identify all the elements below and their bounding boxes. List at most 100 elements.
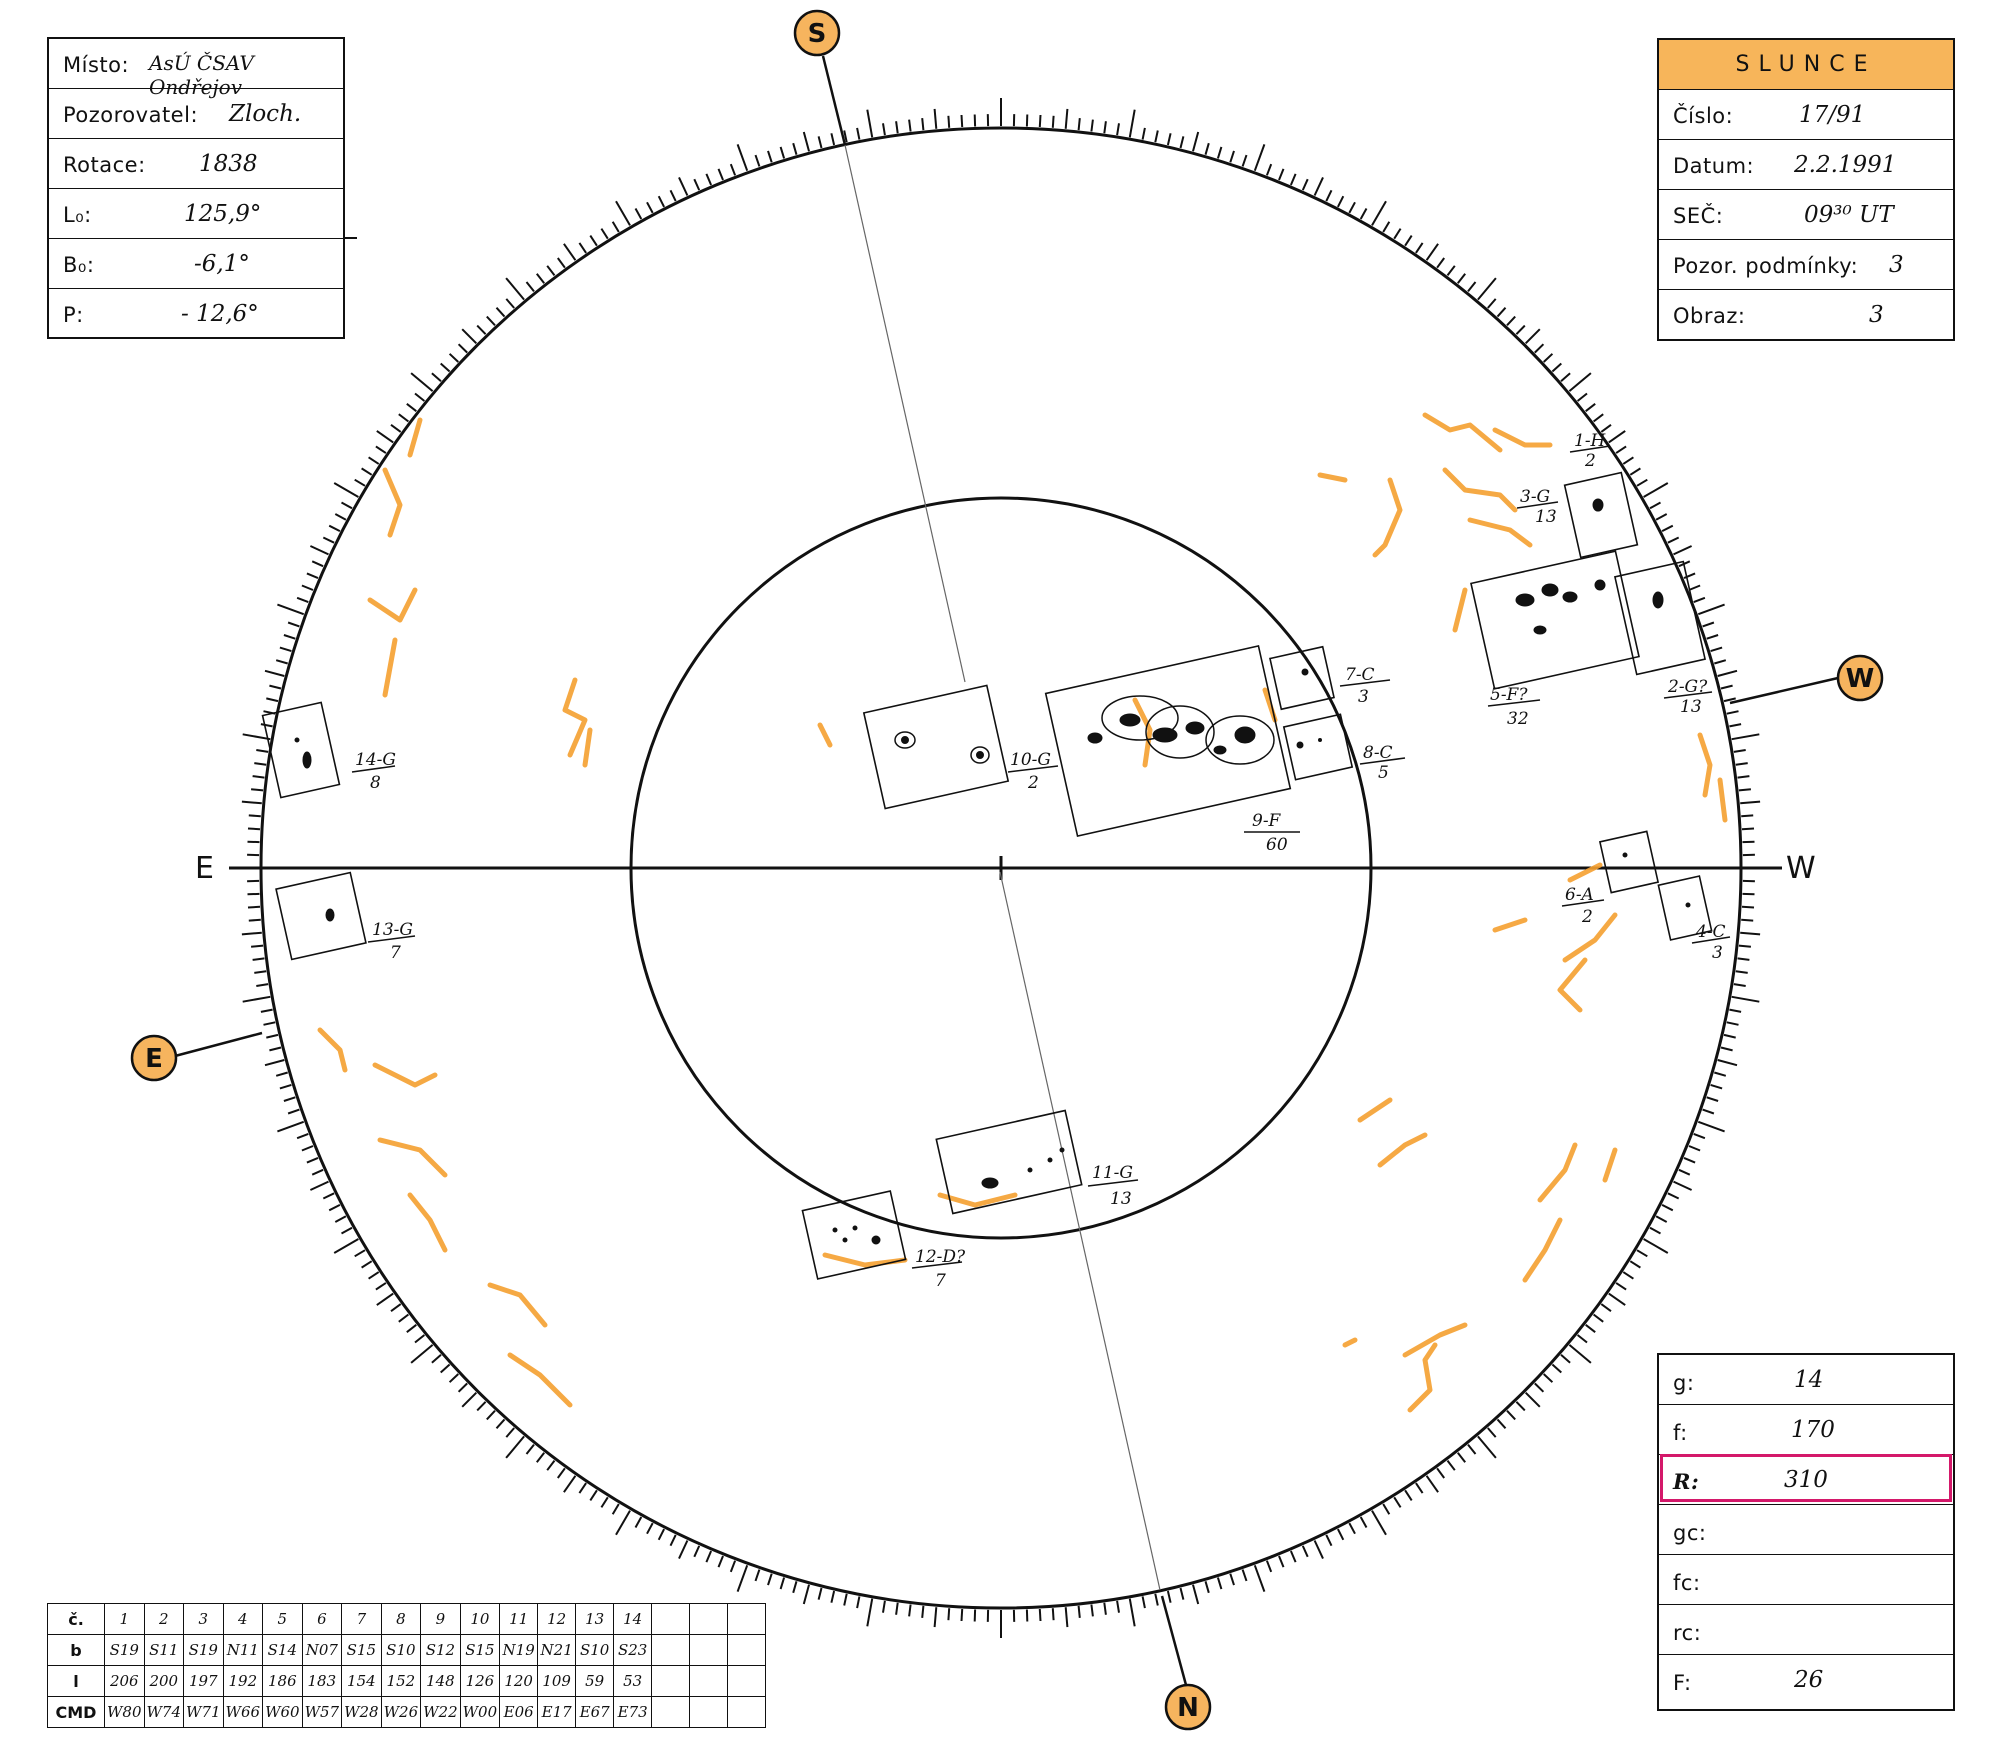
limb-tick bbox=[802, 131, 810, 152]
limb-tick bbox=[1731, 733, 1760, 741]
limb-tick bbox=[328, 1204, 341, 1212]
group-label-1-id: 1-H bbox=[1574, 431, 1607, 451]
table-cell: W00 bbox=[459, 1696, 501, 1728]
limb-tick bbox=[398, 1313, 410, 1323]
limb-tick bbox=[729, 1560, 737, 1573]
limb-tick bbox=[1229, 1573, 1235, 1586]
limb-tick bbox=[1737, 775, 1750, 779]
limb-tick bbox=[1116, 1600, 1120, 1613]
table-cell: 154 bbox=[341, 1665, 382, 1697]
limb-tick bbox=[895, 121, 899, 134]
limb-tick bbox=[406, 403, 417, 412]
limb-tick bbox=[1673, 1180, 1693, 1191]
table-cell: 9 bbox=[420, 1603, 461, 1635]
limb-tick bbox=[693, 178, 701, 191]
limb-tick bbox=[1289, 1550, 1297, 1563]
limb-tick bbox=[1655, 1215, 1668, 1223]
table-cell bbox=[651, 1634, 691, 1666]
f-total-row: F: 26 bbox=[1659, 1655, 1953, 1705]
table-cell: 148 bbox=[420, 1665, 461, 1697]
limb-tick bbox=[486, 1410, 496, 1421]
group-label-4-id: 4-C bbox=[1695, 922, 1726, 942]
l0-value: 125,9° bbox=[184, 201, 262, 227]
group-label-7-id: 7-C bbox=[1345, 665, 1375, 685]
limb-tick bbox=[1051, 1608, 1055, 1621]
limb-tick bbox=[705, 173, 713, 186]
group-box-8 bbox=[1282, 713, 1354, 781]
limb-tick bbox=[536, 1452, 545, 1463]
group-label-line bbox=[1663, 691, 1713, 699]
limb-tick bbox=[736, 1564, 749, 1592]
f-label: f: bbox=[1673, 1421, 1688, 1445]
limb-tick bbox=[247, 827, 261, 831]
limb-tick bbox=[311, 1168, 324, 1176]
table-cell bbox=[727, 1634, 767, 1666]
limb-tick bbox=[296, 1132, 309, 1140]
limb-tick bbox=[334, 513, 347, 521]
table-cell bbox=[727, 1665, 767, 1697]
table-cell: W28 bbox=[341, 1696, 382, 1728]
limb-tick bbox=[254, 970, 267, 974]
limb-tick bbox=[1576, 392, 1588, 402]
limb-tick bbox=[1253, 1564, 1266, 1592]
table-cell bbox=[651, 1603, 691, 1635]
limb-tick bbox=[333, 482, 359, 498]
sunspot bbox=[1541, 583, 1559, 597]
limb-tick bbox=[779, 146, 786, 159]
group-label-14-n: 8 bbox=[370, 773, 381, 793]
sunspot bbox=[1533, 625, 1547, 635]
facula bbox=[1407, 1342, 1438, 1413]
limb-tick bbox=[269, 1046, 282, 1052]
table-cell: W66 bbox=[222, 1696, 264, 1728]
limb-tick bbox=[1415, 1482, 1424, 1494]
limb-tick bbox=[242, 733, 271, 741]
faculae bbox=[317, 412, 1728, 1413]
table-cell: 10 bbox=[459, 1603, 501, 1635]
limb-tick bbox=[830, 133, 836, 146]
p-row: P: - 12,6° bbox=[49, 289, 343, 336]
limb-tick bbox=[1560, 372, 1571, 382]
group-label-line bbox=[1359, 757, 1406, 765]
l0-label: L₀: bbox=[63, 203, 92, 227]
limb-tick bbox=[296, 596, 309, 604]
limb-tick bbox=[1253, 144, 1266, 172]
limb-tick bbox=[1457, 1452, 1466, 1463]
sunspot bbox=[1059, 1147, 1065, 1153]
limb-tick bbox=[1077, 118, 1081, 131]
limb-tick bbox=[1359, 208, 1368, 220]
badge-w-label: W bbox=[1846, 664, 1875, 694]
table-cell: 8 bbox=[380, 1603, 422, 1635]
limb-tick bbox=[843, 130, 848, 143]
rotation-label: Rotace: bbox=[63, 153, 146, 177]
limb-tick bbox=[277, 603, 305, 616]
limb-tick bbox=[882, 1600, 886, 1613]
group-box-6 bbox=[1598, 830, 1660, 894]
p-value: - 12,6° bbox=[181, 301, 259, 327]
limb-tick bbox=[1128, 109, 1136, 138]
limb-tick bbox=[1534, 1382, 1545, 1393]
limb-tick bbox=[669, 189, 677, 202]
limb-tick bbox=[1154, 130, 1159, 143]
limb-tick bbox=[1738, 944, 1751, 948]
limb-tick bbox=[476, 324, 487, 335]
facula bbox=[1697, 732, 1713, 798]
facula bbox=[1717, 777, 1728, 823]
facula bbox=[1357, 1097, 1393, 1123]
badge-n-label: N bbox=[1177, 1693, 1199, 1723]
limb-tick bbox=[376, 1292, 394, 1306]
limb-tick bbox=[792, 1581, 798, 1594]
fc-label: fc: bbox=[1673, 1571, 1701, 1595]
date-row: Datum: 2.2.1991 bbox=[1659, 140, 1953, 190]
limb-tick bbox=[1436, 1467, 1446, 1479]
limb-tick bbox=[461, 328, 478, 345]
limb-tick bbox=[546, 1459, 556, 1471]
limb-tick bbox=[256, 749, 269, 753]
l0-row: L₀: 125,9° bbox=[49, 189, 343, 239]
observer-label: Pozorovatel: bbox=[63, 103, 199, 127]
limb-tick bbox=[440, 1363, 451, 1374]
table-cell: 200 bbox=[143, 1665, 185, 1697]
limb-tick bbox=[461, 1391, 478, 1408]
limb-tick bbox=[1723, 697, 1736, 703]
group-box-3 bbox=[1563, 471, 1639, 559]
